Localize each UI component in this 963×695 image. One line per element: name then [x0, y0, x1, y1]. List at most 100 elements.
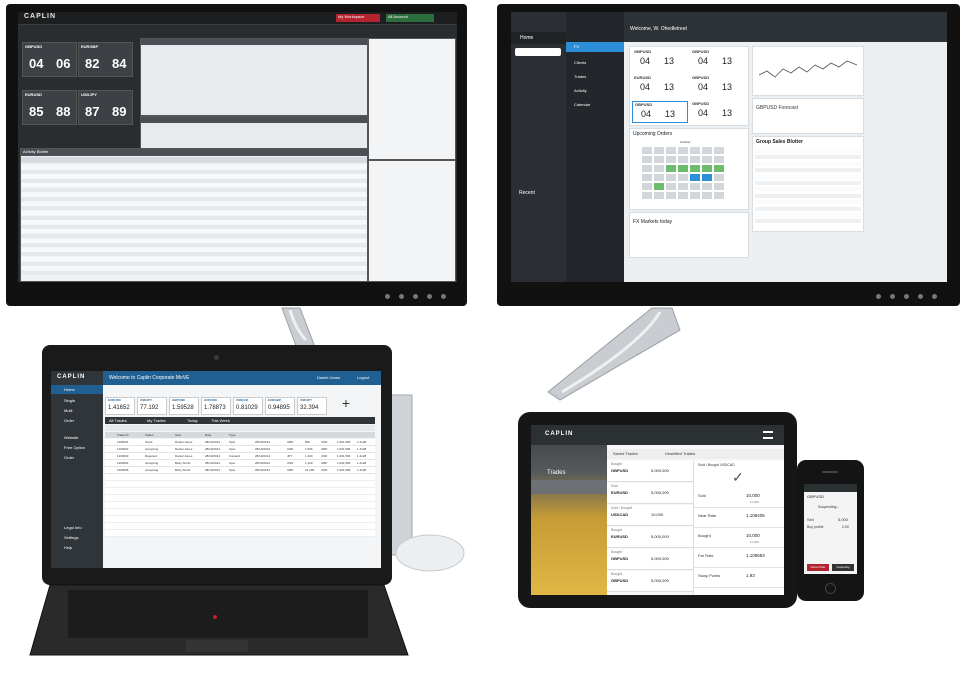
- blotter-row[interactable]: [21, 206, 367, 211]
- blotter-row[interactable]: [21, 257, 367, 261]
- fx-tile[interactable]: USDJPY 87 89: [78, 90, 133, 125]
- fx-tile[interactable]: EURGBP 82 84: [78, 42, 133, 77]
- laptop-nav-multi[interactable]: Multi: [64, 408, 73, 413]
- calendar-day[interactable]: [678, 165, 688, 172]
- calendar-day[interactable]: [654, 183, 664, 190]
- calendar-day[interactable]: [666, 165, 676, 172]
- laptop-nav-help[interactable]: Help: [64, 545, 73, 550]
- monitor-button[interactable]: [918, 294, 923, 299]
- fx-tile-bid[interactable]: 85: [29, 104, 44, 119]
- fx-tile-ask[interactable]: 88: [56, 104, 71, 119]
- calendar-day[interactable]: [654, 147, 664, 154]
- sales-row[interactable]: [755, 174, 861, 179]
- blotter-row[interactable]: [21, 178, 367, 183]
- price-tile[interactable]: GBPUSD 04 13: [632, 101, 688, 123]
- monitor-button[interactable]: [904, 294, 909, 299]
- tab-unsettled-trades[interactable]: Unsettled Trades: [665, 451, 696, 456]
- calendar-day[interactable]: [714, 174, 724, 181]
- calendar-day[interactable]: [690, 174, 700, 181]
- laptop-user[interactable]: Daniel Jones: [317, 375, 341, 380]
- monitor-button[interactable]: [399, 294, 404, 299]
- calendar-day[interactable]: [642, 174, 652, 181]
- fx-tile-ask[interactable]: 84: [112, 56, 127, 71]
- calendar-day[interactable]: [702, 147, 712, 154]
- laptop-nav-legal[interactable]: Legal Info: [64, 525, 82, 530]
- calendar-day[interactable]: [642, 147, 652, 154]
- fx-tile-ask[interactable]: 06: [56, 56, 71, 71]
- nav-item-activity[interactable]: Activity: [574, 88, 587, 93]
- fx-tile-bid[interactable]: 82: [85, 56, 100, 71]
- price-tile-bid[interactable]: 04: [698, 82, 709, 92]
- calendar-day[interactable]: [678, 174, 688, 181]
- laptop-nav-home[interactable]: Home: [51, 385, 103, 394]
- nav-item-trades[interactable]: Trades: [574, 74, 587, 79]
- nav-recent[interactable]: Recent: [519, 190, 535, 196]
- calendar-day[interactable]: [654, 165, 664, 172]
- calendar-day[interactable]: [678, 147, 688, 154]
- price-tile[interactable]: GBPUSD 04 13: [690, 101, 744, 121]
- price-tile[interactable]: GBPUSD 04 13: [690, 75, 744, 95]
- calendar-day[interactable]: [678, 192, 688, 199]
- calendar-month[interactable]: October: [680, 140, 691, 144]
- sales-row[interactable]: [755, 187, 861, 192]
- calendar-day[interactable]: [702, 165, 712, 172]
- sales-row[interactable]: [755, 206, 861, 211]
- sales-row[interactable]: [755, 155, 861, 160]
- calendar-day[interactable]: [642, 156, 652, 163]
- fx-tile-bid[interactable]: 87: [85, 104, 100, 119]
- phone-cancel-button[interactable]: Cancel Order: [807, 564, 829, 571]
- price-tile-ask[interactable]: 13: [665, 109, 676, 119]
- laptop-nav-single[interactable]: Single: [64, 398, 76, 403]
- blotter-row[interactable]: [21, 229, 367, 234]
- laptop-nav-order[interactable]: Order: [64, 418, 75, 423]
- calendar-day[interactable]: [654, 174, 664, 181]
- price-tile-ask[interactable]: 13: [722, 56, 733, 66]
- price-tile-bid[interactable]: 04: [698, 56, 709, 66]
- laptop-nav-settings[interactable]: Settings: [64, 535, 79, 540]
- calendar-day[interactable]: [714, 156, 724, 163]
- calendar-day[interactable]: [702, 174, 712, 181]
- price-tile-bid[interactable]: 04: [640, 82, 651, 92]
- fx-tile[interactable]: EURUSD 85 88: [22, 90, 77, 125]
- sales-row[interactable]: [755, 200, 861, 205]
- monitor-button[interactable]: [876, 294, 881, 299]
- calendar-day[interactable]: [654, 156, 664, 163]
- monitor-button[interactable]: [413, 294, 418, 299]
- calendar-day[interactable]: [642, 183, 652, 190]
- blotter-row[interactable]: [21, 169, 367, 174]
- monitor-button[interactable]: [932, 294, 937, 299]
- sales-row[interactable]: [755, 181, 861, 185]
- price-tile-bid[interactable]: 04: [698, 108, 709, 118]
- workspace-button[interactable]: My Workspace: [336, 14, 380, 22]
- tab-saved-trades[interactable]: Saved Trades: [613, 451, 638, 456]
- tab-all-trades[interactable]: All Trades: [109, 418, 127, 423]
- calendar-day[interactable]: [702, 192, 712, 199]
- blotter-row[interactable]: [21, 234, 367, 238]
- sales-row[interactable]: [755, 149, 861, 153]
- sales-row[interactable]: [755, 213, 861, 217]
- nav-item-calendar[interactable]: Calendar: [574, 102, 591, 107]
- nav-item-clients[interactable]: Clients: [574, 60, 587, 65]
- calendar-day[interactable]: [666, 147, 676, 154]
- price-tile[interactable]: EURUSD 04 13: [632, 75, 686, 95]
- price-tile-bid[interactable]: 04: [641, 109, 652, 119]
- tab-today[interactable]: Today: [187, 418, 198, 423]
- calendar-day[interactable]: [678, 156, 688, 163]
- calendar-day[interactable]: [642, 192, 652, 199]
- calendar-day[interactable]: [690, 183, 700, 190]
- price-tile-bid[interactable]: 04: [640, 56, 651, 66]
- calendar-day[interactable]: [690, 192, 700, 199]
- sales-row[interactable]: [755, 168, 861, 173]
- laptop-logout[interactable]: Logout: [357, 375, 370, 380]
- blotter-row[interactable]: [21, 174, 367, 179]
- blotter-row[interactable]: [21, 183, 367, 188]
- calendar-day[interactable]: [642, 165, 652, 172]
